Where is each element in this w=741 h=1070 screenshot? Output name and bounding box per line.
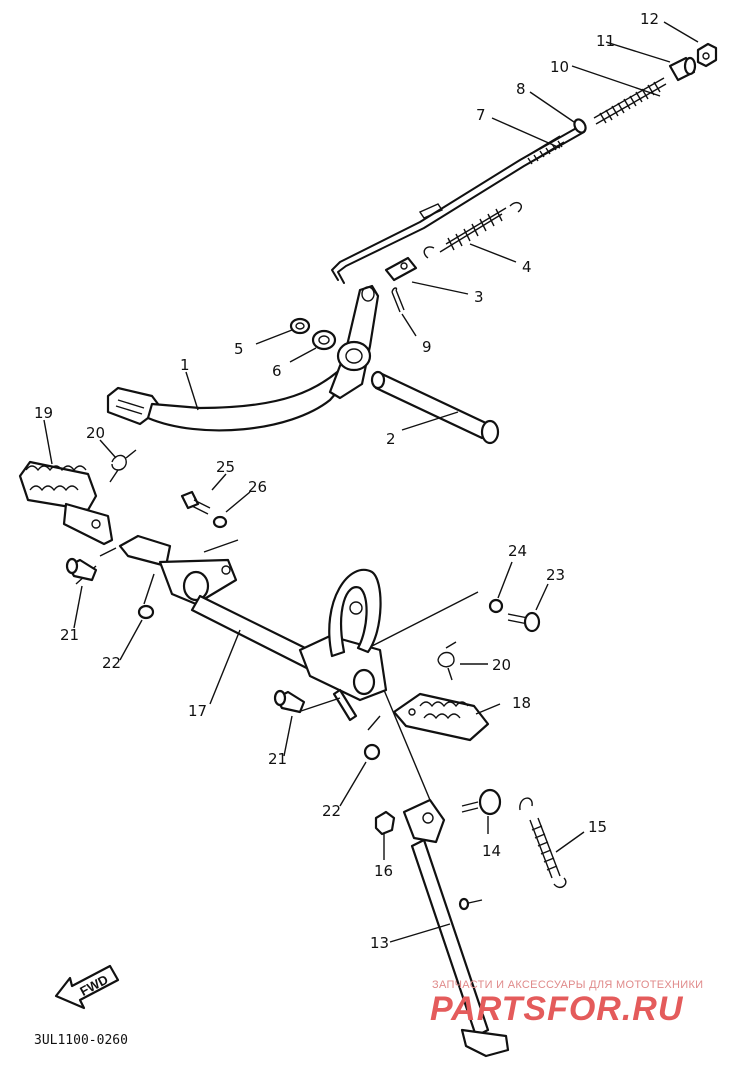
pin-21a <box>65 557 98 582</box>
label-15: 15 <box>588 818 607 836</box>
label-13: 13 <box>370 934 389 952</box>
nut-22b <box>363 743 381 761</box>
label-6: 6 <box>272 362 282 380</box>
diagram-code: 3UL1100-0260 <box>34 1033 128 1048</box>
spring-15 <box>519 797 567 888</box>
watermark-tagline: ЗАПЧАСТИ И АКСЕССУАРЫ ДЛЯ МОТОТЕХНИКИ <box>432 979 703 991</box>
label-12: 12 <box>640 10 659 28</box>
label-21a: 21 <box>60 626 79 644</box>
bolt-23 <box>507 611 541 633</box>
leader-lines <box>43 21 699 943</box>
sidestand-13 <box>402 798 510 1058</box>
label-18: 18 <box>512 694 531 712</box>
link-3 <box>384 256 418 282</box>
spring-10 <box>593 77 667 125</box>
cotter-pin-9 <box>391 287 405 313</box>
fwd-label: FWD <box>77 972 110 999</box>
label-3: 3 <box>474 288 484 306</box>
footrest-18 <box>392 692 490 742</box>
footrest-19 <box>18 460 114 546</box>
label-23: 23 <box>546 566 565 584</box>
part-labels: 1 2 3 4 5 6 7 8 9 10 11 12 13 14 15 16 1… <box>34 10 659 952</box>
label-7: 7 <box>476 106 486 124</box>
label-9: 9 <box>422 338 432 356</box>
pivot-shaft <box>370 370 500 445</box>
watermark: ЗАПЧАСТИ И АКСЕССУАРЫ ДЛЯ МОТОТЕХНИКИ PA… <box>430 979 703 1028</box>
label-16: 16 <box>374 862 393 880</box>
bracket-17 <box>118 534 388 722</box>
label-10: 10 <box>550 58 569 76</box>
nut-12 <box>696 42 718 68</box>
label-17: 17 <box>188 702 207 720</box>
nut-16 <box>374 810 396 836</box>
brake-pedal <box>106 284 380 432</box>
label-2: 2 <box>386 430 396 448</box>
bolt-14 <box>461 788 502 816</box>
bolt-25 <box>180 490 211 515</box>
spring-20a <box>109 449 137 483</box>
label-22b: 22 <box>322 802 341 820</box>
joint-11 <box>668 56 697 82</box>
pin-21b <box>273 689 306 714</box>
washer-8 <box>573 118 587 134</box>
label-8: 8 <box>516 80 526 98</box>
spring-4 <box>423 202 522 259</box>
label-26: 26 <box>248 478 267 496</box>
label-20a: 20 <box>86 424 105 442</box>
label-22a: 22 <box>102 654 121 672</box>
nut-22a <box>137 604 155 620</box>
label-14: 14 <box>482 842 501 860</box>
label-5: 5 <box>234 340 244 358</box>
washer-24 <box>488 598 504 614</box>
label-21b: 21 <box>268 750 287 768</box>
label-11: 11 <box>596 32 615 50</box>
watermark-brand: PARTSFOR.RU <box>430 990 684 1028</box>
label-25: 25 <box>216 458 235 476</box>
washer-26 <box>212 515 228 529</box>
spring-20b <box>437 641 457 681</box>
label-4: 4 <box>522 258 532 276</box>
label-20b: 20 <box>492 656 511 674</box>
brake-rod <box>331 125 585 284</box>
washer-5 <box>289 317 311 335</box>
label-19: 19 <box>34 404 53 422</box>
label-1: 1 <box>180 356 190 374</box>
label-24: 24 <box>508 542 527 560</box>
fwd-arrow: FWD <box>54 964 120 1010</box>
washer-6 <box>311 329 337 351</box>
